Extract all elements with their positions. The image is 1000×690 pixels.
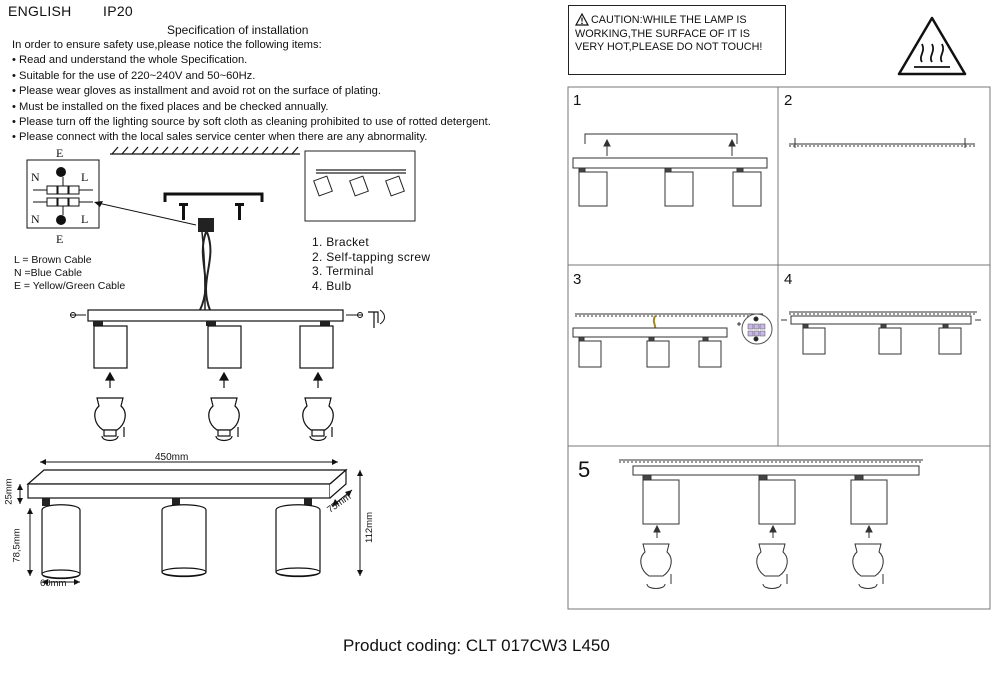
product-coding: Product coding: CLT 017CW3 L450 xyxy=(343,636,610,655)
step-1-illustration xyxy=(572,133,768,207)
spec-intro: In order to ensure safety use,please not… xyxy=(12,39,322,51)
step-5-illustration xyxy=(619,459,923,589)
parts-item: 1. Bracket xyxy=(312,235,370,249)
parts-item: 3. Terminal xyxy=(312,264,374,279)
spec-list: In order to ensure safety use,please not… xyxy=(12,38,491,146)
caution-line: VERY HOT,PLEASE DO NOT TOUCH! xyxy=(575,41,763,53)
dim-total-height: 112mm xyxy=(363,512,375,543)
spec-item: • Must be installed on the fixed places … xyxy=(12,100,329,113)
parts-list: 1. Bracket 2. Self-tapping screw 3. Term… xyxy=(312,235,430,293)
step-4-illustration xyxy=(781,311,981,355)
cable-legend-item: L = Brown Cable xyxy=(14,254,92,266)
step-2-illustration xyxy=(789,138,975,148)
spec-item: • Please turn off the lighting source by… xyxy=(12,116,491,129)
lamp-bar xyxy=(87,309,344,322)
caution-line: WORKING,THE SURFACE OF IT IS xyxy=(575,27,750,40)
spec-item: • Please connect with the local sales se… xyxy=(12,131,428,144)
spec-title: Specification of installation xyxy=(167,23,309,37)
dim-shade-width: 60mm xyxy=(40,578,67,589)
terminal-block xyxy=(198,218,214,232)
step-3-illustration xyxy=(572,313,773,368)
terminal-label-e-bottom: E xyxy=(56,232,64,246)
exploded-diagram xyxy=(70,146,385,442)
caution-line: CAUTION:WHILE THE LAMP IS xyxy=(591,14,747,26)
wiring-diagram: E E N N L L xyxy=(23,146,103,246)
hex-key-icon xyxy=(368,311,379,328)
terminal-diagram xyxy=(26,159,100,229)
dim-length: 450mm xyxy=(155,452,189,463)
ip-rating: IP20 xyxy=(103,3,133,19)
steps-grid xyxy=(567,86,991,610)
parts-item: 2. Self-tapping screw xyxy=(312,249,431,264)
spec-item: • Please wear gloves as installment and … xyxy=(12,85,381,98)
product-preview xyxy=(304,150,416,222)
step-number-5: 5 xyxy=(578,457,591,482)
terminal-label-e-top: E xyxy=(56,146,64,160)
parts-item: 4. Bulb xyxy=(312,278,352,293)
dim-shade-height: 78,5mm xyxy=(11,528,23,563)
rotate-icon xyxy=(101,427,333,442)
step-number-1: 1 xyxy=(573,92,582,109)
arrow-up-icon xyxy=(104,371,324,388)
cable-legend-item: N =Blue Cable xyxy=(14,267,82,279)
screw-icon xyxy=(179,203,244,220)
cable-legend-item: E = Yellow/Green Cable xyxy=(14,280,126,292)
cable-legend: L = Brown Cable N =Blue Cable E = Yellow… xyxy=(14,254,125,293)
step-number-4: 4 xyxy=(784,271,793,288)
spec-item: • Suitable for the use of 220~240V and 5… xyxy=(12,69,256,82)
screw-icon xyxy=(70,312,363,318)
ceiling-hatch xyxy=(110,146,300,155)
step-number-2: 2 xyxy=(784,92,793,109)
dim-bar-height: 25mm xyxy=(3,478,15,505)
terminal-label-l: L xyxy=(81,170,89,184)
language-label: ENGLISH xyxy=(8,3,72,19)
hot-surface-icon xyxy=(897,16,967,76)
caution-box: CAUTION:WHILE THE LAMP IS WORKING,THE SU… xyxy=(568,5,786,75)
step-number-3: 3 xyxy=(573,271,582,288)
spec-item: • Read and understand the whole Specific… xyxy=(12,54,248,67)
terminal-label-l: L xyxy=(81,212,89,226)
pointer-arrow xyxy=(97,202,197,226)
bulb-icon xyxy=(94,397,334,437)
shade xyxy=(93,325,334,369)
warning-icon xyxy=(575,13,589,26)
terminal-label-n: N xyxy=(31,170,40,184)
dimension-drawing xyxy=(17,459,363,585)
bracket xyxy=(163,192,264,202)
terminal-label-n: N xyxy=(31,212,40,226)
